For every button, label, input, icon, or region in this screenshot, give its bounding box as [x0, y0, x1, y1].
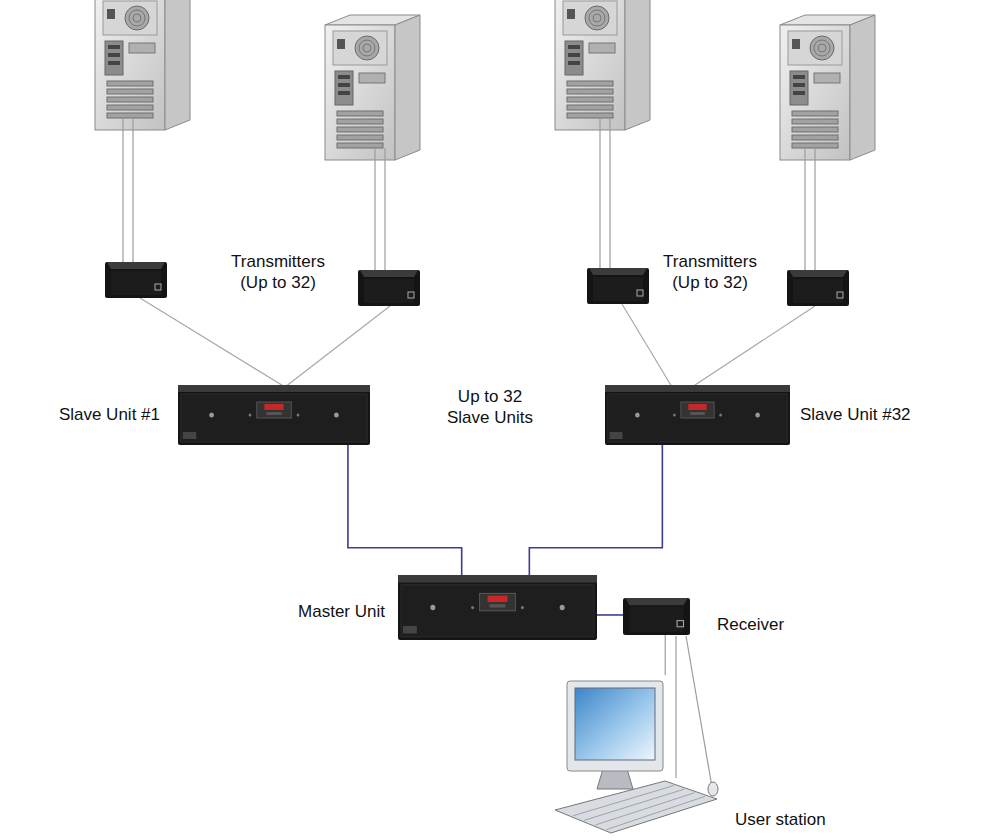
unit-button	[719, 414, 722, 417]
connection-cable	[665, 635, 666, 675]
slave-unit-art	[605, 385, 790, 445]
unit-led	[209, 413, 214, 418]
slave-unit: Slave Unit #32	[605, 385, 790, 445]
unit-vent	[183, 432, 196, 439]
monitor-stand	[597, 769, 633, 789]
monitor-bezel	[567, 681, 663, 771]
unit-led	[635, 413, 640, 418]
connection-cable	[529, 445, 662, 575]
unit-display	[264, 404, 283, 410]
unit-body	[605, 385, 790, 445]
unit-vent	[403, 626, 417, 634]
wire	[692, 306, 815, 387]
keyboard-keys	[595, 793, 694, 825]
user-station-art	[555, 675, 720, 835]
unit-button	[249, 414, 252, 417]
keyboard-keys	[584, 789, 684, 820]
cable	[599, 118, 600, 270]
station-cables	[676, 636, 712, 787]
unit-button	[521, 606, 524, 609]
monitor-screen	[575, 688, 655, 760]
cable	[132, 118, 133, 264]
box-top	[625, 598, 688, 605]
unit-led	[334, 413, 339, 418]
master-unit-art	[398, 575, 597, 640]
transmitter-box	[105, 262, 167, 298]
computer-tower	[95, 0, 190, 130]
unit-top	[605, 385, 790, 392]
unit-display-bezel	[480, 593, 516, 610]
unit-display-bezel	[681, 402, 714, 418]
unit-button	[297, 414, 300, 417]
unit-button	[673, 414, 676, 417]
cable	[384, 148, 385, 272]
mouse	[708, 782, 718, 796]
keyboard-keys	[573, 786, 674, 816]
unit-display-slit	[266, 412, 281, 415]
unit-display-bezel	[257, 402, 292, 418]
unit-led	[755, 413, 760, 418]
unit-body	[398, 575, 597, 640]
connection-cable	[597, 614, 623, 616]
computer-tower	[780, 15, 875, 160]
cable	[686, 636, 712, 787]
annotation-label: Transmitters (Up to 32)	[650, 251, 770, 293]
transmitter-box	[787, 270, 849, 306]
unit-vent	[610, 432, 623, 439]
computer-cables	[123, 118, 815, 272]
cable	[675, 636, 676, 778]
node-label: User station	[735, 809, 826, 831]
slave-unit: Slave Unit #1	[178, 385, 370, 445]
user-station: User station	[555, 675, 720, 835]
slave-unit-art	[178, 385, 370, 445]
node-label: Slave Unit #1	[59, 404, 160, 426]
box-body	[623, 598, 690, 635]
keyboard	[555, 781, 717, 833]
unit-led	[430, 605, 435, 610]
computer-tower	[555, 0, 650, 130]
unit-front	[608, 394, 787, 442]
cable	[122, 118, 123, 264]
unit-top	[398, 575, 597, 583]
unit-display	[488, 596, 508, 603]
receiver-box: Receiver	[623, 598, 690, 635]
unit-body	[178, 385, 370, 445]
unit-display	[688, 404, 707, 410]
annotation-label: Up to 32 Slave Units	[440, 386, 540, 428]
transmitter-box	[587, 268, 649, 304]
transmitter-wires	[140, 298, 815, 387]
cable	[374, 148, 375, 272]
computer-tower	[325, 15, 420, 160]
receiver-box-art	[623, 598, 690, 635]
wire	[285, 306, 390, 387]
wire	[140, 298, 285, 387]
cable	[609, 118, 610, 270]
cable	[814, 148, 815, 272]
unit-button	[471, 606, 474, 609]
node-label: Receiver	[717, 614, 784, 636]
node-label: Slave Unit #32	[800, 404, 911, 426]
transmitter-box	[358, 270, 420, 306]
unit-display-slit	[690, 412, 705, 415]
master-unit: Master Unit	[398, 575, 597, 640]
unit-led	[560, 605, 565, 610]
keyboard-keys	[607, 796, 706, 829]
annotation-label: Transmitters (Up to 32)	[218, 251, 338, 293]
unit-front	[401, 585, 594, 637]
unit-front	[181, 394, 367, 442]
unit-display-slit	[490, 604, 506, 607]
box-port	[677, 621, 683, 627]
wire	[622, 304, 672, 387]
connection-cable	[348, 445, 462, 575]
unit-top	[178, 385, 370, 392]
cable	[804, 148, 805, 272]
box-front	[629, 607, 683, 632]
node-label: Master Unit	[298, 601, 385, 623]
